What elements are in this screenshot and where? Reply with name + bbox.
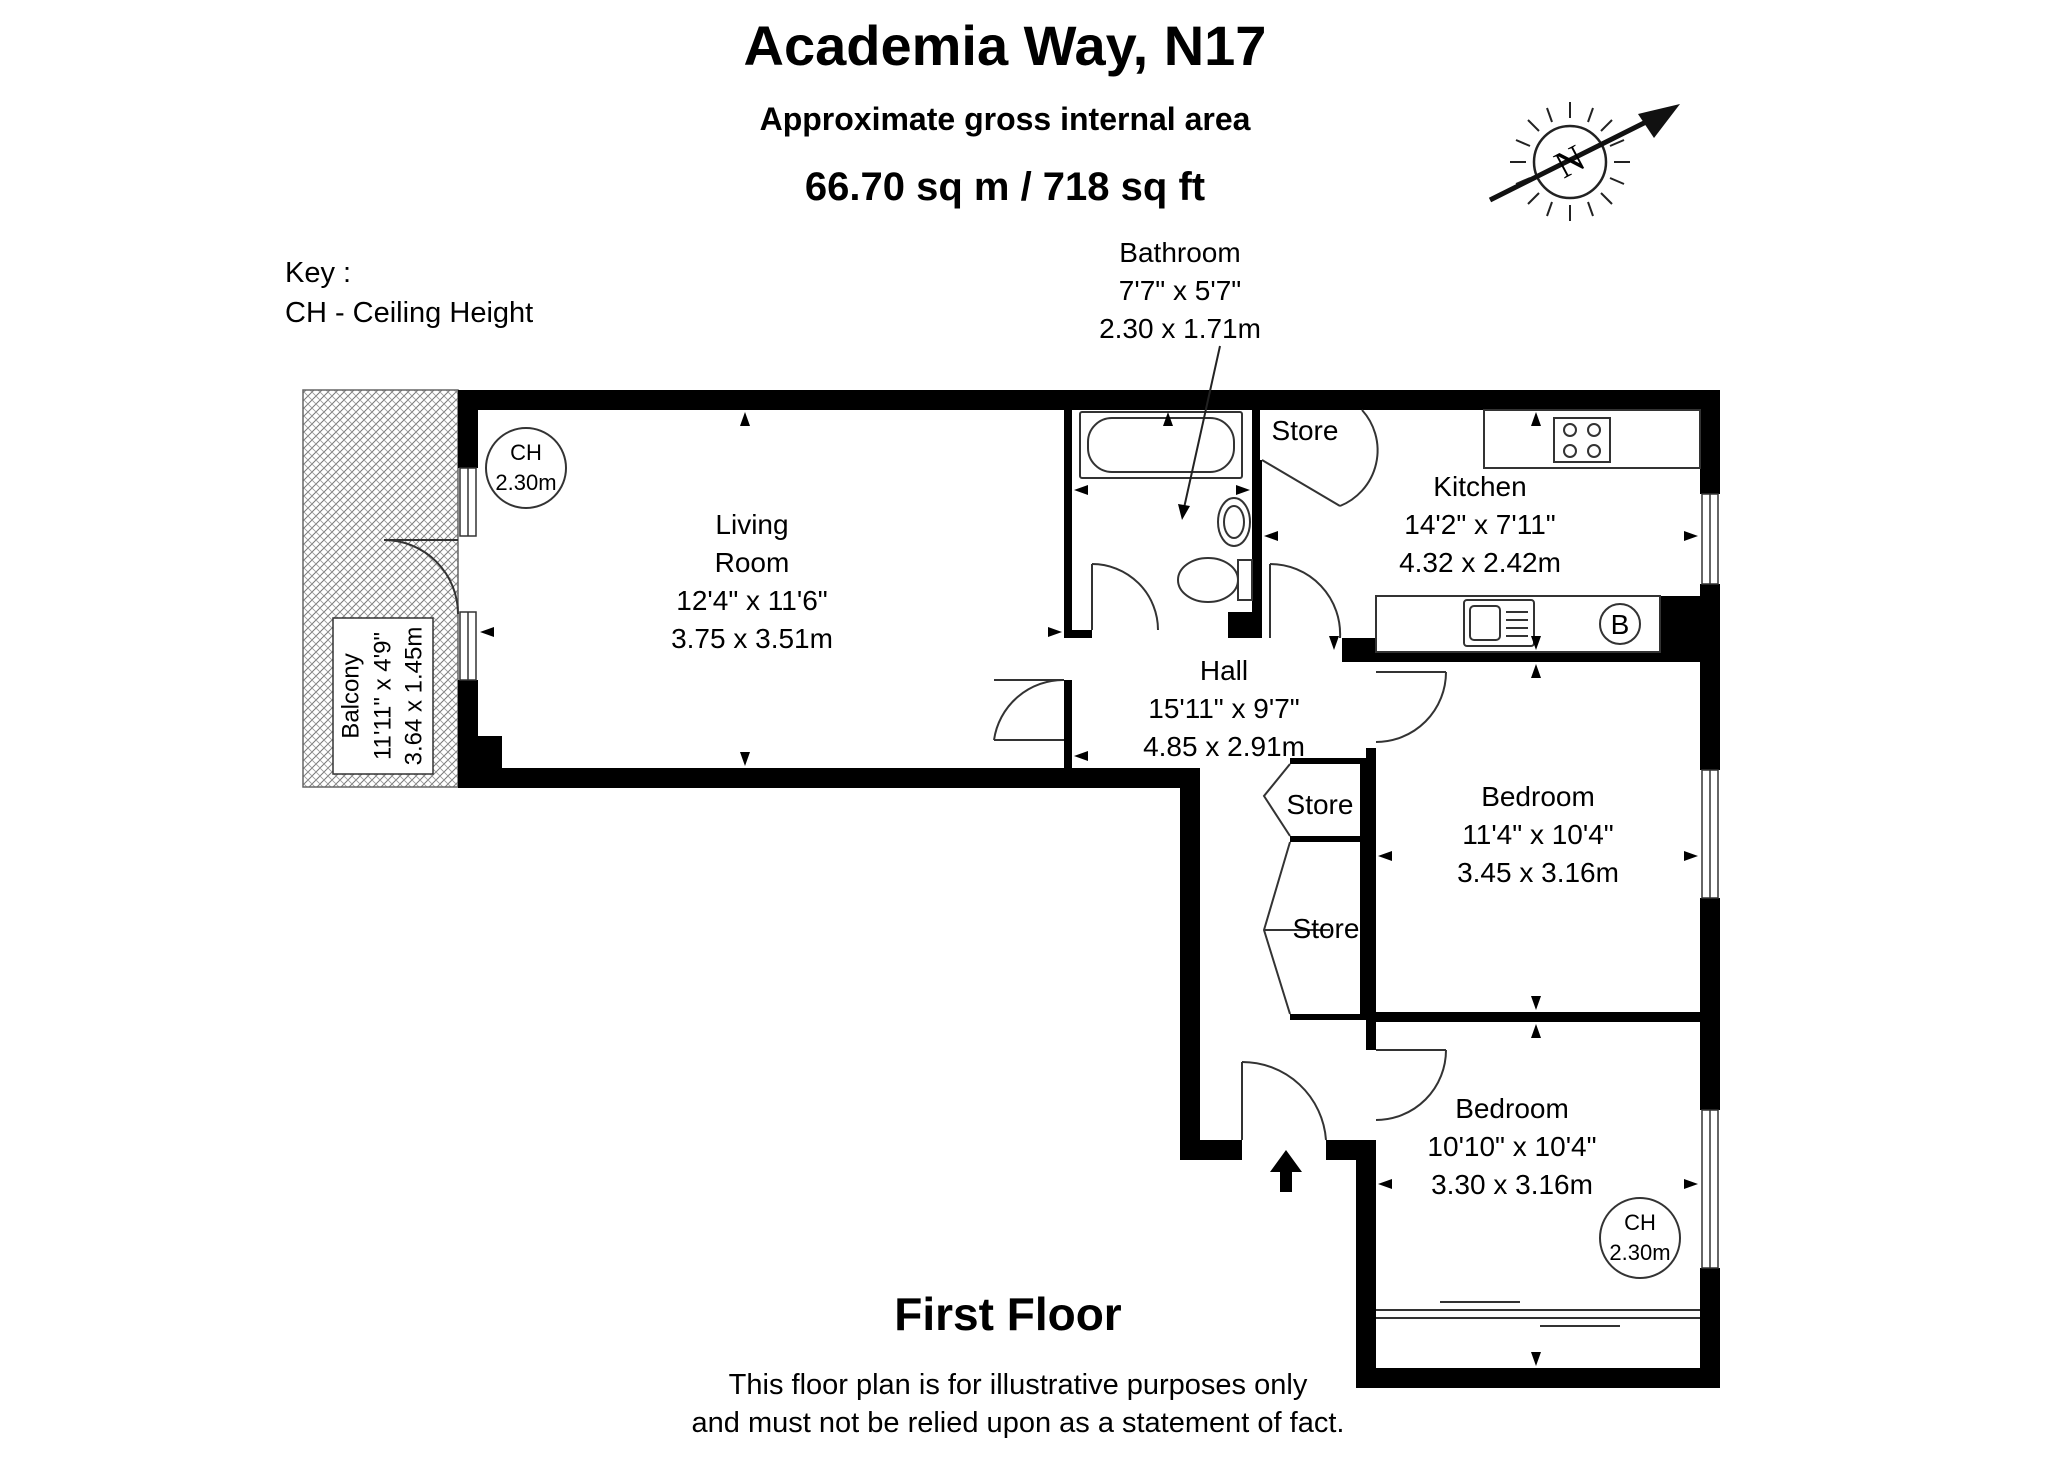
north-arrow-icon: N — [1488, 102, 1680, 221]
boiler-label: B — [1611, 609, 1630, 640]
wardrobe-sliding-doors — [1376, 1301, 1700, 1327]
living-room-name-1: Living — [715, 509, 788, 540]
boiler-icon — [1599, 603, 1641, 645]
interior-walls — [1064, 410, 1700, 1050]
balcony-imperial: 11'11" x 4'9" — [369, 632, 396, 760]
ch-label-living: CH — [510, 440, 542, 465]
ch-value-bedroom: 2.30m — [1609, 1240, 1670, 1265]
bathroom-imperial: 7'7" x 5'7" — [1119, 275, 1241, 306]
bathroom-metric: 2.30 x 1.71m — [1099, 313, 1261, 344]
bedroom-1-name: Bedroom — [1481, 781, 1595, 812]
disclaimer-line-1: This floor plan is for illustrative purp… — [729, 1369, 1308, 1401]
hall-name: Hall — [1200, 655, 1248, 686]
ch-value-living: 2.30m — [495, 470, 556, 495]
doors — [383, 409, 1447, 1141]
bedroom-2-name: Bedroom — [1455, 1093, 1569, 1124]
disclaimer-line-2: and must not be relied upon as a stateme… — [692, 1407, 1345, 1439]
bathroom-name: Bathroom — [1119, 237, 1240, 268]
balcony-metric: 3.64 x 1.45m — [400, 627, 427, 766]
hob-icon — [1553, 417, 1611, 463]
kitchen-sink-icon — [1463, 599, 1535, 647]
windows — [459, 467, 1719, 1269]
key-entry: CH - Ceiling Height — [285, 297, 533, 329]
toilet-icon — [1177, 557, 1253, 603]
floor-label: First Floor — [894, 1288, 1122, 1340]
page-title: Academia Way, N17 — [744, 14, 1267, 77]
kitchen-name: Kitchen — [1433, 471, 1526, 502]
ceiling-height-marker-living — [485, 427, 567, 509]
hall-imperial: 15'11" x 9'7" — [1148, 693, 1299, 724]
bathroom-leader — [1178, 345, 1221, 520]
store-kitchen-label: Store — [1272, 415, 1339, 446]
bedroom-1-imperial: 11'4" x 10'4" — [1462, 819, 1613, 850]
ceiling-height-marker-bedroom — [1599, 1197, 1681, 1279]
store-hall-1-label: Store — [1287, 789, 1354, 820]
dimension-arrows — [480, 412, 1698, 1366]
living-room-metric: 3.75 x 3.51m — [671, 623, 833, 654]
balcony-name: Balcony — [337, 653, 364, 738]
bedroom-1-metric: 3.45 x 3.16m — [1457, 857, 1619, 888]
store-hall-2-label: Store — [1293, 913, 1360, 944]
bathtub-icon — [1079, 411, 1243, 479]
outer-walls — [458, 390, 1720, 1388]
page-subtitle: Approximate gross internal area — [760, 101, 1251, 137]
worktop-top — [1483, 409, 1701, 469]
sink-icon — [1217, 497, 1251, 547]
kitchen-metric: 4.32 x 2.42m — [1399, 547, 1561, 578]
entrance-arrow-icon — [1270, 1150, 1302, 1192]
key-heading: Key : — [285, 257, 351, 289]
living-room-name-2: Room — [715, 547, 790, 578]
kitchen-imperial: 14'2" x 7'11" — [1404, 509, 1555, 540]
bedroom-2-metric: 3.30 x 3.16m — [1431, 1169, 1593, 1200]
hall-metric: 4.85 x 2.91m — [1143, 731, 1305, 762]
living-room-imperial: 12'4" x 11'6" — [676, 585, 827, 616]
ch-label-bedroom: CH — [1624, 1210, 1656, 1235]
balcony-label-box — [332, 617, 434, 775]
worktop-bottom — [1375, 595, 1661, 653]
bedroom-2-imperial: 10'10" x 10'4" — [1427, 1131, 1596, 1162]
gross-area: 66.70 sq m / 718 sq ft — [805, 165, 1205, 209]
